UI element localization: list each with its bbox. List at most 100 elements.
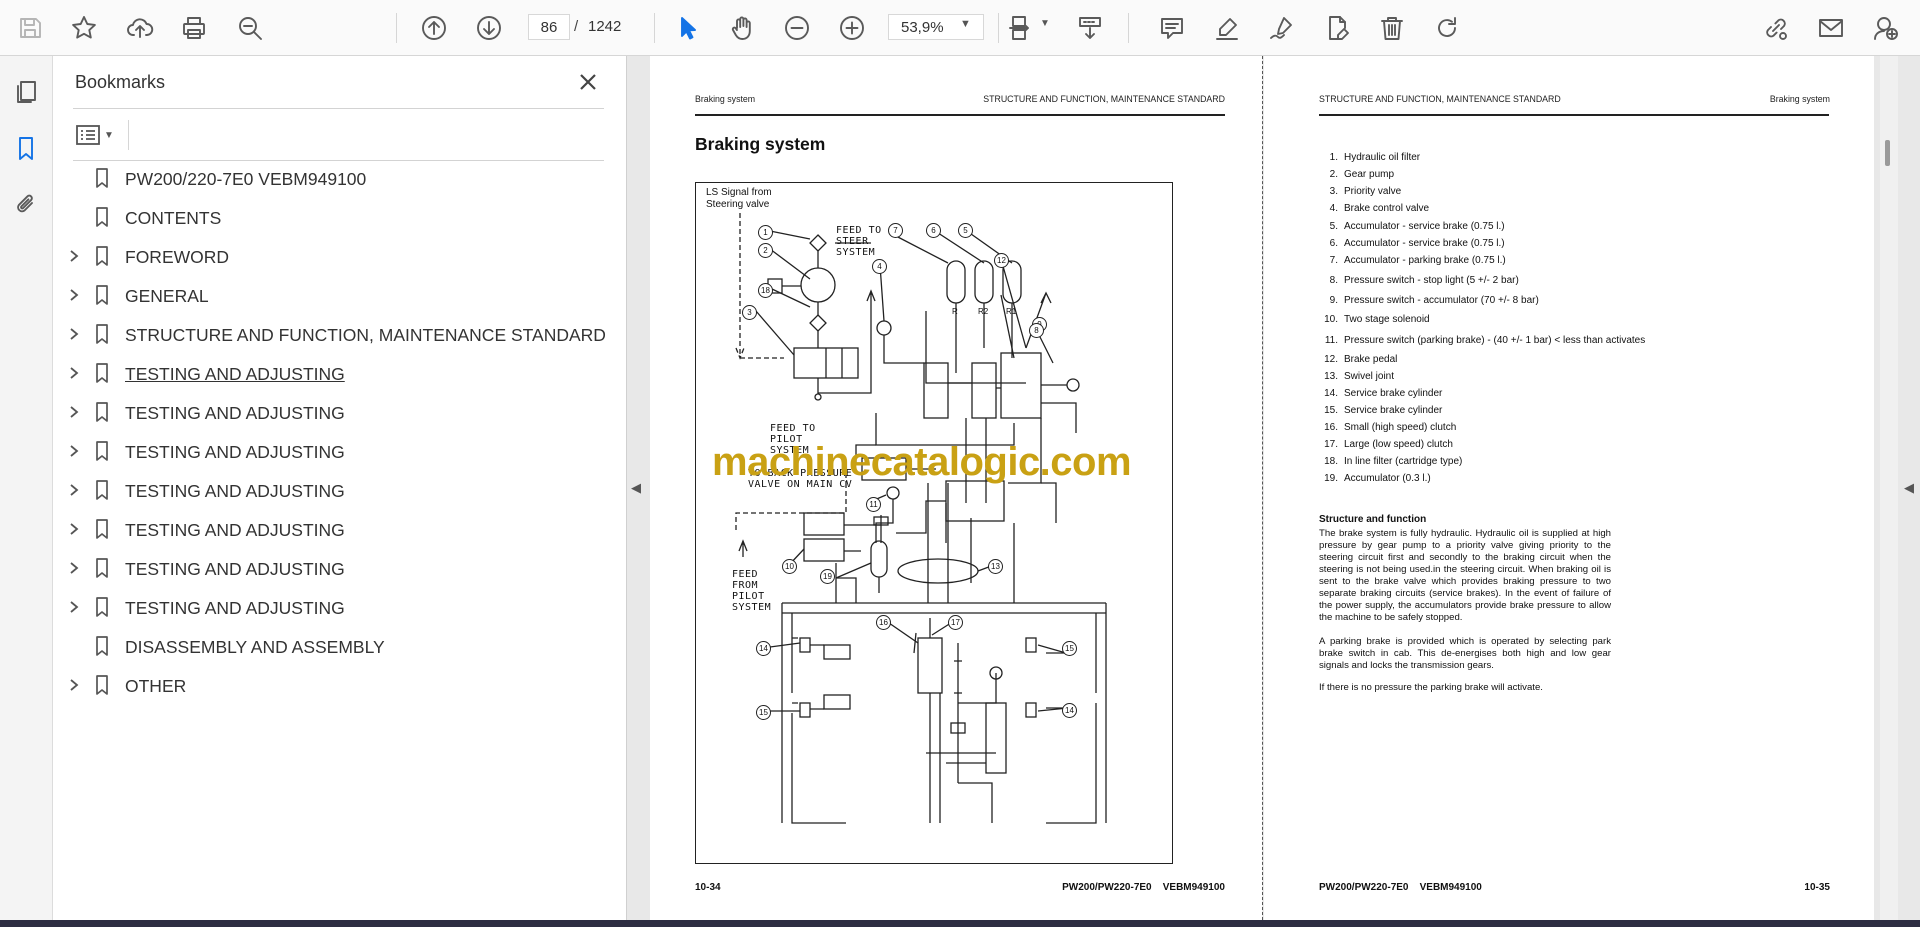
zoom-dropdown[interactable]: 53,9% xyxy=(888,14,984,40)
collapse-panel-icon[interactable]: ◀ xyxy=(631,480,641,495)
bookmark-label: TESTING AND ADJUSTING xyxy=(125,559,345,579)
diagram-callout: 1 xyxy=(758,225,773,240)
chevron-right-icon[interactable] xyxy=(69,327,83,343)
page-fit-icon[interactable] xyxy=(1002,10,1038,46)
chevron-right-icon[interactable] xyxy=(69,366,83,382)
upload-cloud-icon[interactable] xyxy=(122,10,158,46)
hydraulic-brake-diagram: LS Signal from Steering valve FEED TO ST… xyxy=(695,182,1173,864)
diagram-label-feed-steer: FEED TO xyxy=(836,225,882,236)
bookmark-icon xyxy=(95,519,111,541)
bookmark-icon xyxy=(95,363,111,385)
bookmark-item[interactable]: TESTING AND ADJUSTING xyxy=(53,398,613,428)
bookmark-options-button[interactable]: ▼ xyxy=(75,120,121,150)
chevron-right-icon[interactable] xyxy=(69,288,83,304)
chevron-down-icon: ▼ xyxy=(104,129,114,141)
next-page-icon[interactable] xyxy=(471,10,507,46)
bookmark-item[interactable]: TESTING AND ADJUSTING xyxy=(53,359,613,389)
delete-icon[interactable] xyxy=(1374,10,1410,46)
attachments-icon[interactable] xyxy=(10,188,42,220)
watermark-text: machinecatalogic.com xyxy=(712,440,1132,484)
scroll-mode-icon[interactable] xyxy=(1072,10,1108,46)
accumulator-label: R1 xyxy=(1006,307,1017,316)
diagram-callout: 4 xyxy=(872,259,887,274)
comment-icon[interactable] xyxy=(1154,10,1190,46)
star-icon[interactable] xyxy=(66,10,102,46)
rotate-icon[interactable] xyxy=(1429,10,1465,46)
bookmark-item[interactable]: FOREWORD xyxy=(53,242,613,272)
chevron-right-icon[interactable] xyxy=(69,522,83,538)
chevron-right-icon[interactable] xyxy=(69,600,83,616)
diagram-label-ls-2: Steering valve xyxy=(706,199,770,210)
scrollbar-thumb[interactable] xyxy=(1885,140,1890,166)
edit-pdf-icon[interactable] xyxy=(1319,10,1355,46)
part-number: 17. xyxy=(1324,439,1338,450)
diagram-callout: 10 xyxy=(782,559,797,574)
part-description: Brake pedal xyxy=(1344,354,1398,365)
part-description: Pressure switch - accumulator (70 +/- 8 … xyxy=(1344,295,1539,306)
bookmark-item[interactable]: TESTING AND ADJUSTING xyxy=(53,476,613,506)
diagram-label-to-back: TO BACK PRESSURE xyxy=(748,468,853,479)
chevron-right-icon[interactable] xyxy=(69,249,83,265)
email-icon[interactable] xyxy=(1813,10,1849,46)
bookmark-item[interactable]: STRUCTURE AND FUNCTION, MAINTENANCE STAN… xyxy=(53,320,613,350)
page-fit-caret-icon[interactable]: ▼ xyxy=(1040,18,1050,29)
diagram-callout: 2 xyxy=(758,243,773,258)
bookmark-item[interactable]: TESTING AND ADJUSTING xyxy=(53,515,613,545)
bookmark-label: PW200/220-7E0 VEBM949100 xyxy=(125,169,367,189)
bookmark-item[interactable]: TESTING AND ADJUSTING xyxy=(53,437,613,467)
part-description: Pressure switch - stop light (5 +/- 2 ba… xyxy=(1344,275,1519,286)
diagram-callout: 8 xyxy=(1029,323,1044,338)
bookmark-icon xyxy=(95,636,111,658)
chevron-right-icon[interactable] xyxy=(69,678,83,694)
list-options-icon xyxy=(76,125,100,145)
paragraph: A parking brake is provided which is ope… xyxy=(1319,636,1611,671)
page-number-input[interactable] xyxy=(528,14,570,40)
bookmark-item[interactable]: PW200/220-7E0 VEBM949100 xyxy=(53,164,613,194)
part-description: Swivel joint xyxy=(1344,371,1395,382)
previous-page-icon[interactable] xyxy=(416,10,452,46)
part-description: In line filter (cartridge type) xyxy=(1344,456,1463,467)
chevron-right-icon[interactable] xyxy=(69,405,83,421)
save-icon[interactable] xyxy=(12,10,48,46)
diagram-callout: 13 xyxy=(988,559,1003,574)
diagram-label-ls: LS Signal from xyxy=(706,187,772,198)
print-icon[interactable] xyxy=(176,10,212,46)
zoom-out-icon[interactable] xyxy=(779,10,815,46)
bookmark-item[interactable]: OTHER xyxy=(53,671,613,701)
add-user-icon[interactable] xyxy=(1868,10,1904,46)
bookmark-item[interactable]: CONTENTS xyxy=(53,203,613,233)
diagram-label-feed-steer-2: STEER xyxy=(836,236,869,247)
highlight-pen-icon[interactable] xyxy=(1209,10,1245,46)
chevron-right-icon[interactable] xyxy=(69,483,83,499)
bookmark-label: STRUCTURE AND FUNCTION, MAINTENANCE STAN… xyxy=(125,325,606,345)
page-thumbnails-icon[interactable] xyxy=(10,76,42,108)
bookmark-panel-icon[interactable] xyxy=(10,132,42,164)
hand-tool-icon[interactable] xyxy=(724,10,760,46)
accumulator-label: R2 xyxy=(978,307,989,316)
bookmark-item[interactable]: TESTING AND ADJUSTING xyxy=(53,593,613,623)
part-number: 9. xyxy=(1329,295,1338,306)
sign-icon[interactable] xyxy=(1264,10,1300,46)
diagram-callout: 19 xyxy=(820,569,835,584)
expand-right-pane-icon[interactable]: ◀ xyxy=(1904,480,1914,495)
part-number: 7. xyxy=(1329,255,1338,266)
main-toolbar: / 1242 53,9% ▼ ▼ xyxy=(0,0,1920,56)
chevron-right-icon[interactable] xyxy=(69,561,83,577)
share-link-icon[interactable] xyxy=(1758,10,1794,46)
bookmark-item[interactable]: DISASSEMBLY AND ASSEMBLY xyxy=(53,632,613,662)
navigation-rail xyxy=(0,56,53,920)
part-description: Pressure switch (parking brake) - (40 +/… xyxy=(1344,335,1646,346)
vertical-scrollbar[interactable] xyxy=(1880,56,1898,920)
chevron-right-icon[interactable] xyxy=(69,444,83,460)
bookmark-item[interactable]: TESTING AND ADJUSTING xyxy=(53,554,613,584)
part-description: Priority valve xyxy=(1344,186,1402,197)
zoom-caret-icon[interactable]: ▼ xyxy=(960,18,971,30)
close-icon[interactable] xyxy=(574,68,602,96)
bookmark-item[interactable]: GENERAL xyxy=(53,281,613,311)
diagram-callout: 18 xyxy=(758,283,773,298)
select-cursor-icon[interactable] xyxy=(669,10,705,46)
search-zoom-icon[interactable] xyxy=(232,10,268,46)
zoom-in-icon[interactable] xyxy=(834,10,870,46)
bookmark-label: TESTING AND ADJUSTING xyxy=(125,442,345,462)
